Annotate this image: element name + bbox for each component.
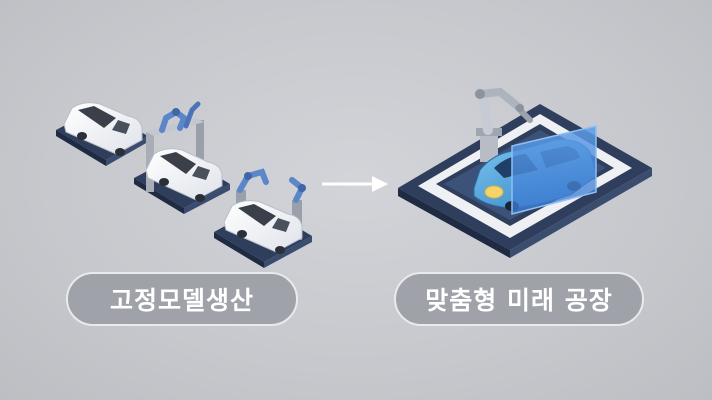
car-icon bbox=[145, 148, 223, 202]
robot-arm-icon bbox=[473, 87, 533, 162]
car-icon bbox=[223, 200, 303, 254]
right-arrow-icon bbox=[322, 176, 388, 192]
fixed-production-line bbox=[56, 101, 312, 268]
custom-future-factory-label: 맞춤형 미래 공장 bbox=[394, 272, 644, 326]
future-factory bbox=[398, 87, 652, 258]
fixed-model-production-label: 고정모델생산 bbox=[66, 272, 298, 326]
car-icon bbox=[63, 102, 143, 156]
scan-panel bbox=[511, 125, 597, 215]
